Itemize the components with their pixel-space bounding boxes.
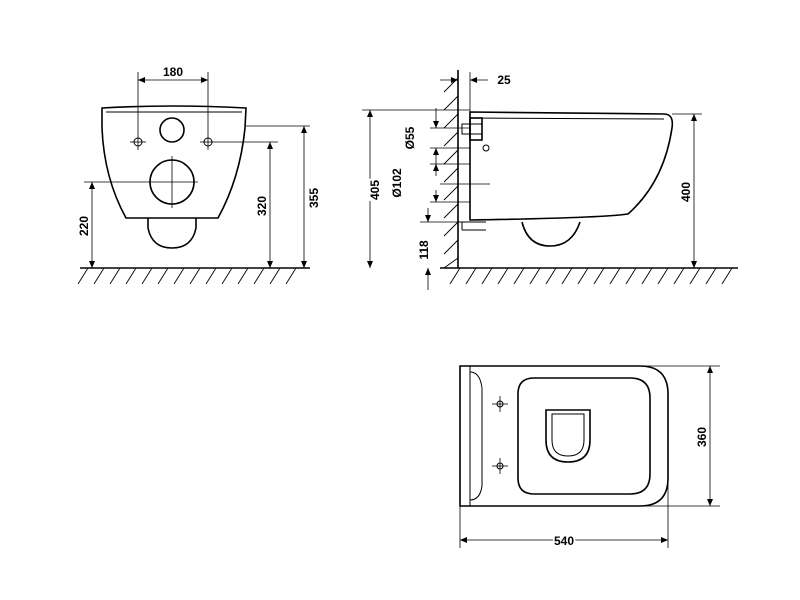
dim-label-mask (695, 425, 709, 449)
dim-top-height: 355 (307, 188, 321, 208)
dim-label-mask (77, 214, 91, 238)
upper-inlet-hole (159, 117, 185, 143)
side-floor-hatch (449, 267, 733, 285)
dim-label-mask (679, 180, 693, 204)
top-outer-outline (459, 365, 669, 507)
side-bowl-outline (469, 111, 674, 221)
front-bowl-outline (101, 105, 247, 219)
front-floor-hatch (77, 267, 297, 285)
dim-label-mask (417, 238, 431, 261)
front-view: 180 220 320 355 (77, 65, 321, 285)
dim-pipe-dia-large: Ø102 (390, 168, 404, 198)
dim-outlet-height: 118 (417, 240, 431, 260)
top-view: 360 540 (459, 365, 720, 548)
wall-hatch (443, 77, 459, 269)
dim-label-mask (307, 186, 321, 210)
dim-label-mask (496, 73, 512, 87)
dim-label-mask (161, 65, 185, 79)
dim-label-mask (390, 166, 404, 199)
dim-label-mask (368, 178, 382, 202)
dim-top-length: 540 (554, 534, 574, 548)
top-fixing-mark-lower (492, 458, 508, 474)
top-drain-opening (545, 409, 591, 463)
dim-label-mask (552, 534, 576, 548)
dim-wall-offset: 25 (497, 73, 511, 87)
top-fixing-mark-upper (492, 396, 508, 412)
dim-rim-height: 400 (679, 182, 693, 202)
dim-pipe-dia-small: Ø55 (403, 126, 417, 149)
dim-label-mask (255, 194, 269, 218)
dim-hole-spacing: 180 (163, 65, 183, 79)
dim-label-mask (403, 125, 417, 151)
top-inner-bowl (517, 377, 651, 495)
dim-inlet-height: 220 (77, 216, 91, 236)
dim-side-fixing-height: 405 (368, 180, 382, 200)
dim-fixing-height: 320 (255, 196, 269, 216)
dim-top-width: 360 (695, 427, 709, 447)
side-view: 25 Ø55 Ø102 405 118 400 (362, 70, 738, 290)
